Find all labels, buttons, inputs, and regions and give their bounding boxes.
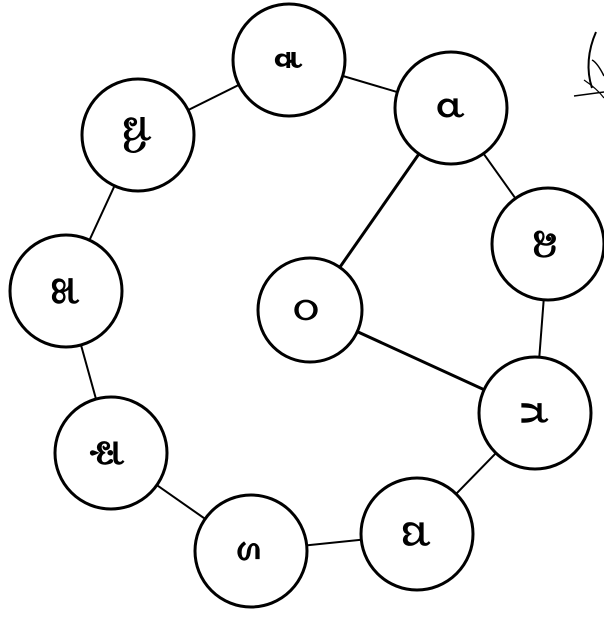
node-n-pha-label: ಫ [88,440,134,466]
node-n-kha-label: ಖ [525,229,571,258]
node-n-ka: ಕ [233,4,345,116]
center-node-label: ೦ [285,298,336,323]
node-n-ha-label: ಹ [43,277,89,305]
corner-sketch-decoration [574,32,604,98]
node-n-ka-label: ಕ [266,51,312,69]
node-n-kha: ಖ [492,188,604,300]
node-n-pha: ಫ [55,397,167,509]
node-n-ha: ಹ [10,235,122,347]
node-n-ga-label: ಗ [512,402,558,424]
node-n-ga: ಗ [479,357,591,469]
nodes: ಕ ರ ಖ ಗ ದ ಽ ಫ ಹ ಮ ೦ [10,4,604,607]
node-n-ra-label: ರ [428,97,474,118]
center-node: ೦ [258,258,362,362]
node-n-ma-label: ಮ [115,116,161,154]
node-n-da: ದ [361,478,473,590]
node-n-ra: ರ [395,52,507,164]
node-n-da-label: ದ [394,521,440,547]
node-n-sha: ಽ [195,495,307,607]
node-n-ma: ಮ [82,79,194,191]
node-n-sha-label: ಽ [228,540,274,561]
